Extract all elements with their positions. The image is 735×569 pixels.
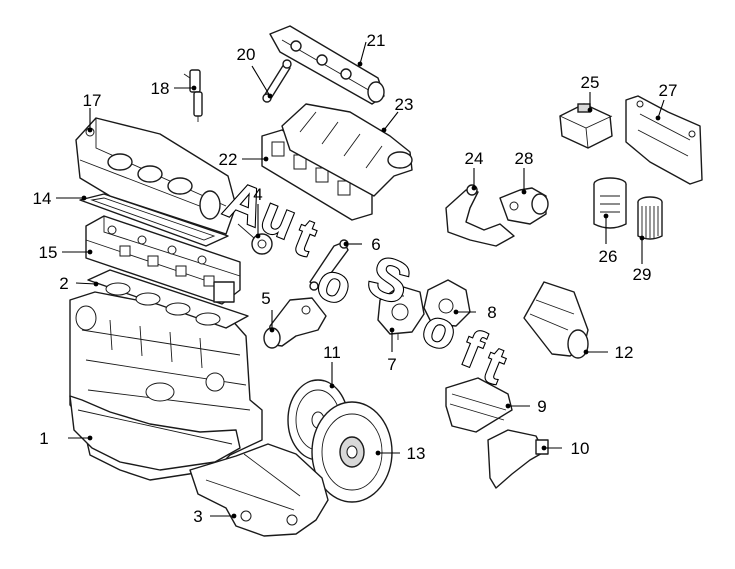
callout-17: 17 — [83, 91, 102, 110]
intake-manifold-part[interactable] — [281, 103, 413, 197]
callout-6: 6 — [371, 235, 380, 254]
callout-20: 20 — [237, 45, 256, 64]
callout-10: 10 — [571, 439, 590, 458]
callout-26: 26 — [599, 247, 618, 266]
clutch-disc-part[interactable] — [311, 401, 393, 503]
callout-9: 9 — [537, 397, 546, 416]
callout-18: 18 — [151, 79, 170, 98]
cylinder-head-part[interactable] — [85, 215, 241, 305]
callout-12: 12 — [615, 343, 634, 362]
leader-lines — [56, 41, 665, 519]
callout-14: 14 — [33, 189, 52, 208]
callout-28: 28 — [515, 149, 534, 168]
callout-8: 8 — [487, 303, 496, 322]
bracket-plate-part[interactable] — [625, 95, 703, 185]
callout-7: 7 — [387, 355, 396, 374]
callout-23: 23 — [395, 95, 414, 114]
egr-valve-part[interactable] — [377, 285, 425, 340]
callout-13: 13 — [407, 444, 426, 463]
mount-bracket-part[interactable] — [487, 429, 549, 489]
injector-pipe-part[interactable] — [262, 59, 292, 103]
fuel-rail-part[interactable] — [269, 25, 385, 105]
oil-filter-part[interactable] — [593, 177, 627, 229]
valve-cover-part[interactable] — [75, 117, 237, 235]
callout-4: 4 — [253, 185, 262, 204]
callout-15: 15 — [39, 243, 58, 262]
callout-27: 27 — [659, 81, 678, 100]
callout-29: 29 — [633, 265, 652, 284]
callout-24: 24 — [465, 149, 484, 168]
ecu-module-part[interactable] — [559, 103, 613, 149]
watermark-letter: o — [309, 251, 360, 317]
head-gasket-part[interactable] — [87, 269, 249, 329]
cover-gasket-part[interactable] — [79, 193, 229, 247]
injector-part[interactable] — [183, 69, 203, 122]
subframe-part[interactable] — [189, 443, 329, 537]
coolant-hose-part[interactable] — [445, 184, 515, 247]
callout-1: 1 — [39, 429, 48, 448]
pulley-part[interactable] — [237, 223, 273, 255]
engine-mount-part[interactable] — [445, 377, 513, 433]
callout-25: 25 — [581, 73, 600, 92]
callout-3: 3 — [193, 507, 202, 526]
sensor-part[interactable] — [499, 187, 549, 225]
callout-2: 2 — [59, 274, 68, 293]
callout-labels: 1 2 3 4 5 6 7 8 9 10 11 12 13 14 15 17 1… — [33, 31, 678, 526]
engine-block-part[interactable] — [69, 291, 263, 481]
valve-body-part[interactable] — [423, 279, 471, 327]
callout-11: 11 — [323, 343, 341, 362]
callout-5: 5 — [261, 289, 270, 308]
filter-element-part[interactable] — [637, 196, 663, 240]
intake-gasket-part[interactable] — [261, 129, 373, 221]
starter-motor-part[interactable] — [523, 281, 589, 359]
callout-21: 21 — [367, 31, 386, 50]
callout-22: 22 — [219, 150, 238, 169]
